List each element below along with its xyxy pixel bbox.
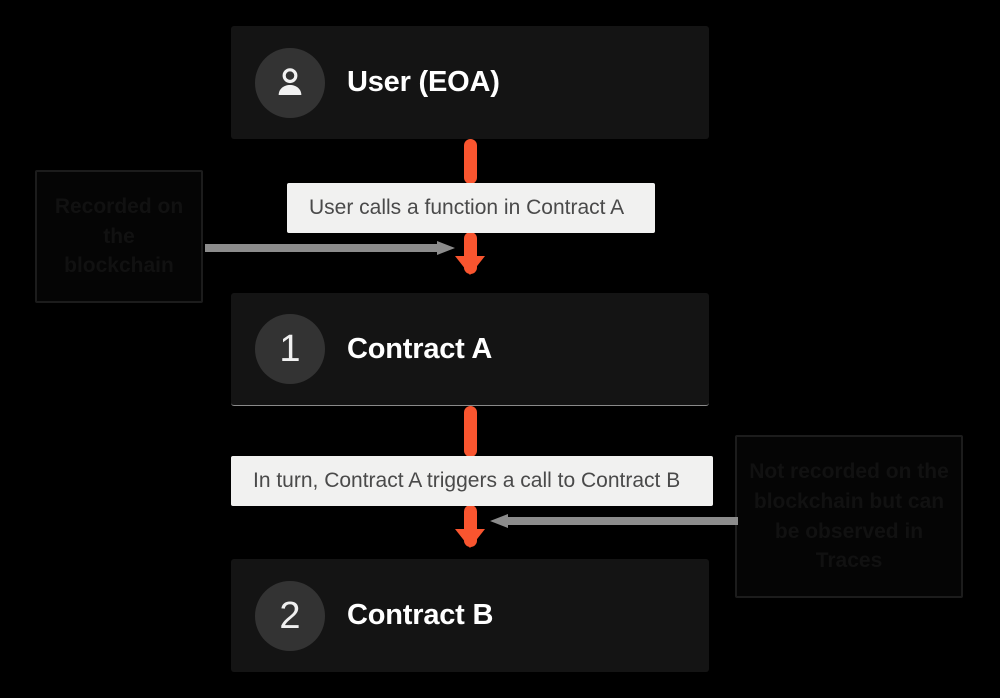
arrow-contract-a-to-caption-stem [464,406,477,457]
arrow-head-to-contract-a [455,256,485,275]
annotation-not-recorded-on-blockchain: Not recorded on the blockchain but can b… [735,435,963,598]
node-user-label: User (EOA) [347,66,500,98]
node-contract-a[interactable]: 1 Contract A [231,293,709,406]
pointer-arrow-right-head [490,514,508,528]
pointer-arrow-right [490,514,738,528]
step-number-2: 2 [279,594,301,637]
pointer-arrow-left-bar [205,244,439,252]
step-number-1: 1 [279,328,301,370]
annotation-recorded-on-blockchain: Recorded on the blockchain [35,170,203,303]
step-number-badge-1: 1 [255,314,325,384]
pointer-arrow-right-bar [508,517,738,525]
person-icon [255,47,325,118]
arrow-user-to-caption-stem [464,139,477,184]
pointer-arrow-left-head [437,241,455,255]
caption-user-calls-contract-a: User calls a function in Contract A [287,183,655,233]
pointer-arrow-left [205,241,455,255]
arrow-head-to-contract-b [455,529,485,548]
caption-contract-a-calls-contract-b: In turn, Contract A triggers a call to C… [231,456,713,506]
node-user[interactable]: User (EOA) [231,26,709,139]
node-contract-b[interactable]: 2 Contract B [231,559,709,672]
node-contract-b-label: Contract B [347,599,494,631]
node-contract-a-label: Contract A [347,332,493,365]
step-number-badge-2: 2 [255,580,325,651]
